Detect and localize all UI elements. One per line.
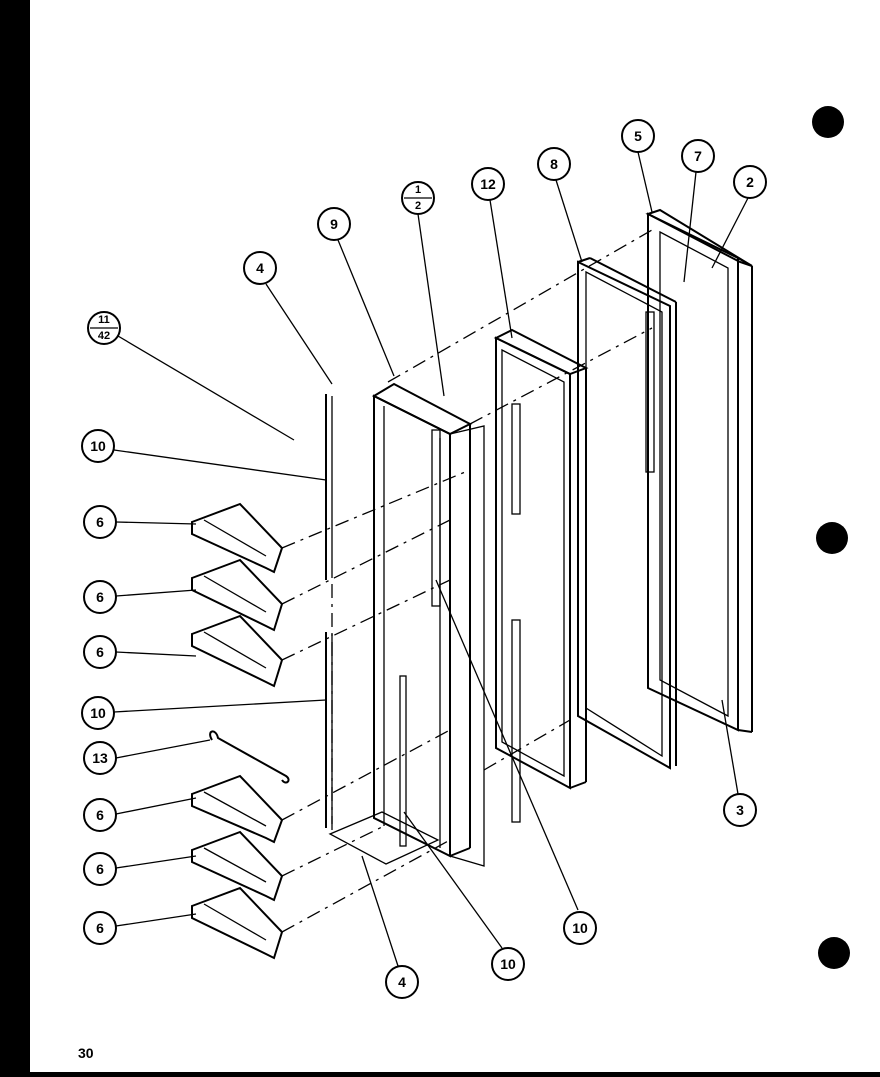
leader-lines [113,151,749,967]
door-shelf-bin-4 [191,774,284,844]
svg-text:3: 3 [736,802,744,818]
callout-9: 9 [317,207,351,241]
door-gasket [577,257,677,770]
callout-7: 7 [681,139,715,173]
callout-1-2: 1 2 [401,181,435,215]
svg-text:4: 4 [256,260,264,276]
callout-10-right: 10 [563,911,597,945]
bottom-cap [328,811,440,865]
callout-6-c: 6 [83,635,117,669]
door-shelf-bin-2 [191,558,284,632]
svg-text:2: 2 [746,174,754,190]
punch-hole-top [812,106,844,138]
assembly-lines [281,229,653,933]
callout-4-bottom: 4 [385,965,419,999]
punch-hole-bottom [818,937,850,969]
svg-text:8: 8 [550,156,558,172]
svg-text:10: 10 [90,438,106,454]
svg-text:1: 1 [415,184,421,196]
svg-text:42: 42 [98,330,110,342]
svg-text:5: 5 [634,128,642,144]
door-shelf-bin-3 [191,614,284,688]
svg-text:9: 9 [330,216,338,232]
callout-10-upper: 10 [81,429,115,463]
svg-text:6: 6 [96,920,104,936]
svg-text:11: 11 [98,314,110,326]
svg-text:7: 7 [694,148,702,164]
callout-2: 2 [733,165,767,199]
svg-text:6: 6 [96,644,104,660]
svg-text:13: 13 [92,750,108,766]
callout-10-lower: 10 [81,696,115,730]
callout-13: 13 [83,741,117,775]
svg-text:10: 10 [90,705,106,721]
svg-text:6: 6 [96,861,104,877]
door-shelf-bin-6 [191,886,284,960]
inner-door-frame [371,382,485,867]
svg-text:4: 4 [398,974,406,990]
page-number: 30 [78,1045,94,1061]
svg-text:10: 10 [572,920,588,936]
callout-6-e: 6 [83,852,117,886]
callout-6-f: 6 [83,911,117,945]
callout-8: 8 [537,147,571,181]
callout-10-center: 10 [491,947,525,981]
svg-text:6: 6 [96,589,104,605]
callout-3: 3 [723,793,757,827]
callout-12: 12 [471,167,505,201]
shelf-rail-upper [325,394,333,580]
callout-11-42: 11 42 [87,311,121,345]
callout-6-b: 6 [83,580,117,614]
svg-text:6: 6 [96,807,104,823]
punch-hole-middle [816,522,848,554]
svg-text:12: 12 [480,176,496,192]
shelf-rail-lower [325,632,333,828]
wire-retainer [209,730,290,784]
svg-text:10: 10 [500,956,516,972]
callout-4-top: 4 [243,251,277,285]
door-shelf-bin-5 [191,830,284,902]
svg-text:6: 6 [96,514,104,530]
door-liner [493,328,589,823]
callout-6-a: 6 [83,505,117,539]
callout-5: 5 [621,119,655,153]
svg-text:2: 2 [415,200,421,212]
outer-door-panel [645,208,753,733]
callout-6-d: 6 [83,798,117,832]
door-shelf-bin-1 [191,502,284,574]
